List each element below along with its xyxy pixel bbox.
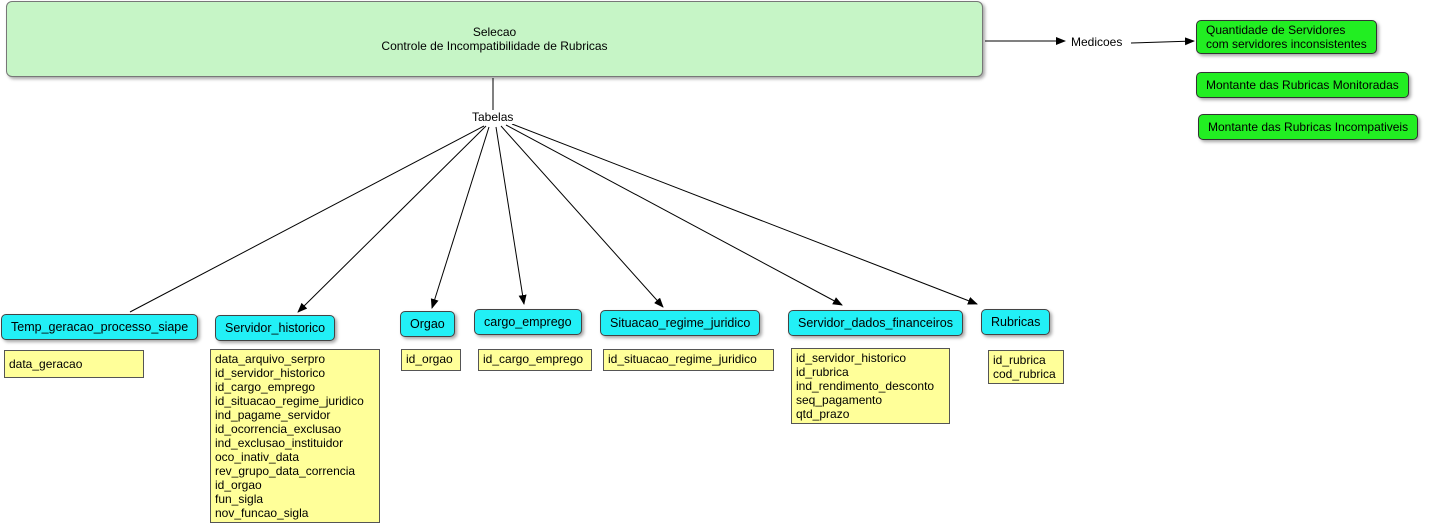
field-item: id_orgao: [215, 478, 262, 492]
edge-tabelas-financeiros: [505, 124, 843, 306]
fields-orgao: id_orgao: [401, 349, 461, 371]
medicoes-label: Medicoes: [1069, 35, 1125, 49]
fields-situacao-regime-juridico: id_situacao_regime_juridico: [603, 349, 774, 371]
edge-tabelas-situacao: [500, 125, 664, 308]
field-item: oco_inativ_data: [215, 450, 300, 464]
fields-rubricas: id_rubrica cod_rubrica: [988, 350, 1064, 384]
fields-servidor-dados-financeiros: id_servidor_historico id_rubrica ind_ren…: [791, 348, 950, 424]
edge-tabelas-servidor-historico: [297, 125, 487, 313]
table-rubricas[interactable]: Rubricas: [981, 309, 1051, 335]
metric-montante-monitoradas[interactable]: Montante das Rubricas Monitoradas: [1196, 72, 1409, 98]
field-item: ind_exclusao_instituidor: [215, 436, 344, 450]
metric-line: com servidores inconsistentes: [1206, 37, 1367, 51]
edge-tabelas-rubricas: [511, 123, 978, 305]
main-node-subtitle: Controle de Incompatibilidade de Rubrica…: [381, 39, 608, 53]
edge-tabelas-cargo: [495, 126, 527, 305]
metric-line: Montante das Rubricas Incompativeis: [1208, 120, 1409, 134]
field-item: ind_pagame_servidor: [215, 408, 331, 422]
field-item: fun_sigla: [215, 492, 264, 506]
field-item: cod_rubrica: [993, 367, 1056, 381]
field-item: qtd_prazo: [796, 407, 850, 421]
field-item: ind_rendimento_desconto: [796, 379, 935, 393]
tabelas-label: Tabelas: [470, 110, 516, 124]
field-item: nov_funcao_sigla: [215, 506, 309, 520]
table-servidor-dados-financeiros[interactable]: Servidor_dados_financeiros: [788, 310, 963, 336]
field-item: id_situacao_regime_juridico: [608, 352, 757, 366]
field-item: id_ocorrencia_exclusao: [215, 422, 342, 436]
metric-line: Quantidade de Servidores: [1206, 23, 1346, 37]
field-item: id_cargo_emprego: [215, 380, 316, 394]
metric-line: Montante das Rubricas Monitoradas: [1206, 78, 1399, 92]
metric-quantidade-servidores[interactable]: Quantidade de Servidores com servidores …: [1196, 20, 1377, 54]
field-item: id_cargo_emprego: [483, 352, 584, 366]
table-situacao-regime-juridico[interactable]: Situacao_regime_juridico: [600, 310, 761, 336]
fields-temp-geracao-processo-siape: data_geracao: [4, 350, 144, 378]
fields-servidor-historico: data_arquivo_serpro id_servidor_historic…: [210, 349, 380, 523]
field-item: id_orgao: [406, 352, 453, 366]
main-node-title: Selecao: [472, 25, 517, 39]
table-servidor-historico[interactable]: Servidor_historico: [215, 315, 336, 341]
metric-montante-incompativeis[interactable]: Montante das Rubricas Incompativeis: [1198, 114, 1419, 140]
table-cargo-emprego[interactable]: cargo_emprego: [474, 309, 582, 335]
table-orgao[interactable]: Orgao: [400, 311, 455, 337]
field-item: id_servidor_historico: [215, 366, 326, 380]
edge-medicoes-metric: [1130, 37, 1195, 46]
field-item: id_situacao_regime_juridico: [215, 394, 364, 408]
edge-tabelas-orgao: [430, 126, 490, 309]
fields-cargo-emprego: id_cargo_emprego: [478, 349, 592, 371]
main-node-selecao[interactable]: Selecao Controle de Incompatibilidade de…: [6, 1, 983, 77]
field-item: data_geracao: [9, 357, 83, 371]
field-item: id_servidor_historico: [796, 351, 907, 365]
edge-tabelas-temp: [129, 125, 485, 313]
field-item: data_arquivo_serpro: [215, 352, 326, 366]
table-temp-geracao-processo-siape[interactable]: Temp_geracao_processo_siape: [1, 314, 199, 340]
field-item: rev_grupo_data_correncia: [215, 464, 356, 478]
field-item: seq_pagamento: [796, 393, 883, 407]
field-item: id_rubrica: [993, 353, 1046, 367]
field-item: id_rubrica: [796, 365, 849, 379]
